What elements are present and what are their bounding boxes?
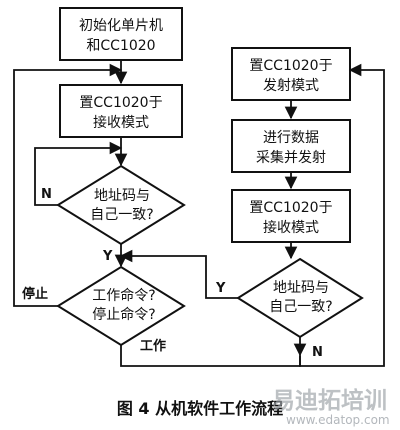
- right-flow: 置CC1020于 发射模式 进行数据 采集并发射 置CC1020于 接收模式 地…: [119, 47, 385, 367]
- cmd-label-line2: 停止命令?: [92, 306, 155, 323]
- cmd-label-line1: 工作命令?: [92, 287, 155, 304]
- init-box: [59, 7, 183, 61]
- loop-n-left: [34, 141, 123, 206]
- label-work: 工作: [140, 338, 166, 354]
- addr-label-line1: 地址码与: [94, 188, 150, 204]
- collect-label-line2: 采集并发射: [256, 149, 326, 166]
- watermark-url: www.edatop.com: [286, 413, 390, 427]
- rx-right-label-line1: 置CC1020于: [249, 200, 332, 216]
- rx-label-line2: 接收模式: [93, 114, 149, 131]
- addr-right-label-line1: 地址码与: [273, 280, 329, 296]
- collect-send-box: [231, 119, 351, 173]
- tx-label-line2: 发射模式: [263, 78, 319, 94]
- cmd-check-diamond: [56, 265, 186, 347]
- addr-check-diamond-right: [236, 257, 364, 339]
- label-n-right: N: [312, 345, 323, 360]
- figure-caption: 图 4 从机软件工作流程: [117, 399, 283, 418]
- left-flow: 初始化单片机 和CC1020 置CC1020于 接收模式 地址码与 自己一致? …: [13, 7, 301, 367]
- label-y-left: Y: [102, 249, 113, 264]
- init-label-line1: 初始化单片机: [79, 17, 163, 34]
- init-label-line2: 和CC1020: [86, 38, 155, 54]
- tx-label-line1: 置CC1020于: [249, 58, 332, 74]
- watermark-brand: 易迪拓培训: [272, 387, 387, 414]
- rx-right-label-line2: 接收模式: [263, 219, 319, 236]
- rx-label-line1: 置CC1020于: [79, 95, 162, 111]
- rx-mode-box-right: [231, 189, 351, 243]
- loop-y-right: [119, 249, 238, 299]
- loop-n-right: [299, 63, 385, 367]
- collect-label-line1: 进行数据: [263, 130, 319, 146]
- addr-right-label-line2: 自己一致?: [269, 299, 332, 315]
- loop-stop: [13, 63, 123, 307]
- addr-check-diamond-left: [56, 164, 186, 246]
- addr-label-line2: 自己一致?: [90, 207, 153, 223]
- label-stop: 停止: [22, 286, 48, 302]
- label-n-left: N: [41, 187, 52, 202]
- label-y-right: Y: [215, 281, 226, 296]
